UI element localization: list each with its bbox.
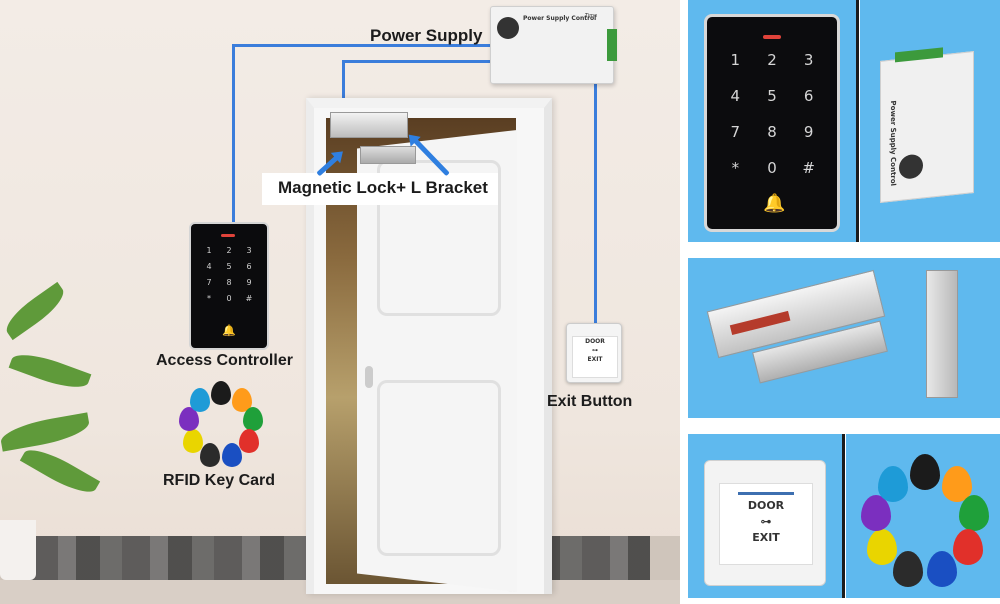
- wire-lock: [342, 60, 492, 63]
- access-controller-label: Access Controller: [156, 352, 293, 369]
- rfid-tag: [910, 454, 940, 490]
- panel-separator: [856, 0, 859, 242]
- bell-icon: 🔔: [222, 324, 236, 337]
- wire-keypad: [232, 44, 235, 224]
- psu-logo: [497, 17, 519, 39]
- rfid-tag: [200, 443, 221, 468]
- rfid-tag: [877, 465, 908, 502]
- magnetic-lock: [330, 112, 408, 138]
- keypad-key: 9: [246, 278, 252, 287]
- magnetic-lock-label: Magnetic Lock+ L Bracket: [278, 178, 488, 197]
- keypad-key: 4: [206, 262, 212, 271]
- exit-button-device: DOOR ⊶ EXIT: [566, 323, 622, 383]
- power-supply-unit: Power Supply Control Time: [490, 6, 617, 84]
- keypad-key: 7: [730, 123, 741, 141]
- exit-exit-text: EXIT: [587, 356, 603, 363]
- keypad-key: 3: [246, 246, 252, 255]
- keypad-key: 8: [226, 278, 232, 287]
- door-handle: [365, 366, 373, 388]
- keypad-key: 5: [767, 87, 777, 105]
- rfid-tag: [179, 407, 200, 432]
- keypad-key: 1: [206, 246, 212, 255]
- exit-button-face: DOOR ⊶ EXIT: [572, 336, 618, 378]
- psu-title: Power Supply Control: [523, 15, 597, 22]
- rfid-tag: [238, 429, 259, 453]
- exit-door-text: DOOR: [585, 338, 605, 345]
- keypad-indicator: [763, 35, 781, 39]
- rfid-tag: [242, 407, 263, 432]
- exit-exit-text: EXIT: [752, 531, 780, 544]
- rfid-tag: [190, 388, 211, 413]
- keypad-grid: 1 2 3 4 5 6 7 8 9 * 0 #: [199, 246, 259, 303]
- door: [357, 130, 517, 592]
- keypad-key: #: [802, 159, 815, 177]
- rfid-tag: [892, 550, 923, 587]
- bell-icon: 🔔: [763, 193, 786, 214]
- psu-title: Power Supply Control: [889, 100, 897, 187]
- rfid-tag: [942, 465, 973, 502]
- rfid-tags: [170, 381, 272, 468]
- rfid-tag: [860, 495, 891, 532]
- psu-terminal: [607, 29, 617, 61]
- exit-bar: [738, 492, 794, 495]
- panel-separator: [842, 434, 845, 598]
- keypad-product: 1 2 3 4 5 6 7 8 9 * 0 # 🔔: [704, 14, 840, 232]
- keypad-key: 1: [730, 51, 741, 69]
- keypad-grid: 1 2 3 4 5 6 7 8 9 * 0 #: [717, 51, 827, 177]
- key-icon: ⊶: [760, 515, 772, 528]
- keypad-key: 9: [803, 123, 814, 141]
- lock-coil: [729, 310, 791, 336]
- rfid-label: RFID Key Card: [163, 472, 276, 489]
- plant-pot: [0, 520, 36, 580]
- exit-button-product: DOOR ⊶ EXIT: [704, 460, 826, 586]
- wire-exit: [594, 80, 597, 326]
- plant-leaf: [8, 346, 92, 396]
- wire-lock-down: [342, 60, 345, 104]
- keypad-indicator: [221, 234, 235, 237]
- rfid-tag: [211, 381, 231, 405]
- l-bracket: [360, 146, 416, 164]
- access-controller-keypad: 1 2 3 4 5 6 7 8 9 * 0 # 🔔: [189, 222, 269, 350]
- rfid-tag: [183, 429, 204, 453]
- l-bracket-product: [926, 270, 958, 398]
- psu-logo: [899, 153, 923, 180]
- keypad-key: *: [731, 159, 740, 177]
- keypad-key: 2: [767, 51, 777, 69]
- exit-button-label: Exit Button: [547, 393, 633, 410]
- keypad-key: 5: [226, 262, 232, 271]
- keypad-key: 6: [246, 262, 252, 271]
- plant-leaf: [0, 281, 70, 341]
- keypad-key: 6: [803, 87, 814, 105]
- plant-leaf: [0, 412, 92, 452]
- keypad-key: #: [245, 294, 253, 303]
- plant-leaf: [19, 441, 101, 501]
- rfid-tag: [953, 529, 984, 565]
- power-supply-product: Power Supply Control: [880, 47, 974, 203]
- rfid-tag: [231, 388, 252, 413]
- keypad-key: 0: [226, 294, 232, 303]
- psu-time: Time: [585, 13, 598, 19]
- rfid-tag: [927, 550, 958, 587]
- power-supply-label: Power Supply: [370, 26, 483, 45]
- rfid-tag: [959, 495, 990, 532]
- keypad-key: 3: [803, 51, 814, 69]
- lock-label-background: [262, 173, 498, 205]
- keypad-key: 4: [730, 87, 741, 105]
- key-icon: ⊶: [592, 347, 598, 354]
- rfid-tags-product: [852, 452, 998, 592]
- exit-door-text: DOOR: [747, 499, 785, 512]
- door-panel-bottom: [377, 380, 501, 556]
- wire-top: [232, 44, 494, 47]
- installation-scene: Power Supply Control Time Power Supply M…: [0, 0, 680, 604]
- keypad-key: 0: [767, 159, 777, 177]
- rfid-tag: [221, 443, 242, 468]
- rfid-tag: [866, 529, 897, 565]
- exit-button-face: DOOR ⊶ EXIT: [719, 483, 813, 565]
- keypad-key: *: [207, 294, 211, 303]
- keypad-key: 7: [206, 278, 212, 287]
- keypad-key: 2: [226, 246, 232, 255]
- keypad-key: 8: [767, 123, 777, 141]
